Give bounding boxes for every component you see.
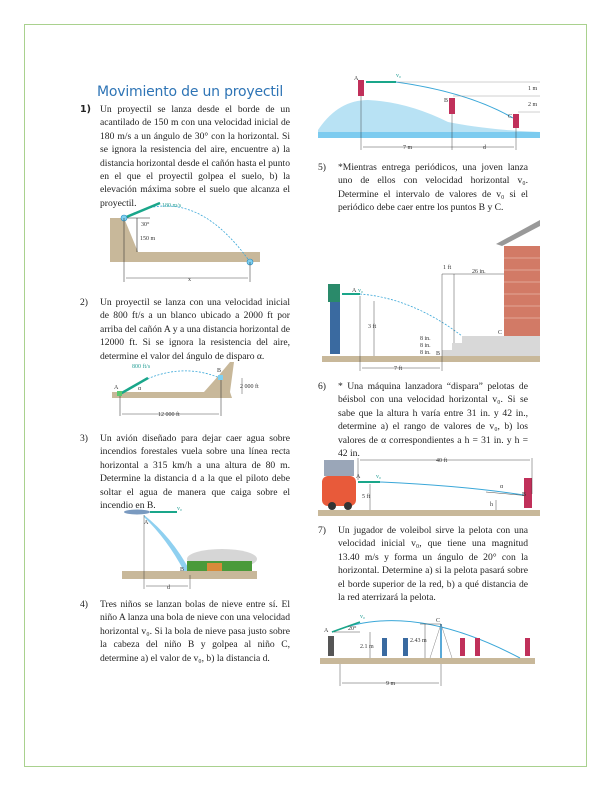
svg-text:180 m/s: 180 m/s: [162, 203, 182, 209]
svg-text:B: B: [444, 98, 448, 104]
problem-text: Un jugador de voleibol sirve la pelota c…: [338, 525, 528, 604]
figure-snowballs: v₀ A B C 1 m 2 m 7 m d: [318, 70, 540, 150]
svg-text:40 ft: 40 ft: [436, 457, 447, 464]
problem-3: 3) Un avión diseñado para dejar caer agu…: [80, 432, 290, 512]
page-border: [24, 24, 587, 767]
problem-6: 6) * Una máquina lanzadora “dispara” pel…: [318, 380, 528, 460]
figure-newspaper-steps: v₀ A 3 ft 7 ft B C 1 ft 26 in. 8 in. 8 i…: [322, 216, 540, 374]
problem-number: 3): [80, 433, 88, 444]
svg-text:1 m: 1 m: [528, 86, 538, 92]
svg-text:8 in.: 8 in.: [420, 336, 431, 342]
svg-text:26 in.: 26 in.: [472, 269, 486, 275]
problem-text: *Mientras entrega periódicos, una joven …: [338, 162, 528, 214]
svg-text:7 m: 7 m: [403, 145, 413, 150]
problem-1: 1) Un proyectil se lanza desde el borde …: [80, 103, 290, 210]
svg-text:v₀: v₀: [376, 474, 381, 480]
svg-text:20°: 20°: [348, 625, 357, 632]
problem-text: Un proyectil se lanza desde el borde de …: [100, 104, 290, 209]
svg-text:A: A: [144, 520, 149, 526]
svg-text:1 ft: 1 ft: [443, 264, 451, 271]
figure-airplane-water: v₀ A B d: [122, 507, 272, 592]
svg-text:A: A: [352, 288, 357, 294]
svg-text:3 ft: 3 ft: [368, 323, 376, 330]
problem-number: 5): [318, 162, 326, 173]
problem-text: Un proyectil se lanza con una velocidad …: [100, 297, 290, 362]
problem-text: Tres niños se lanzan bolas de nieve entr…: [100, 599, 290, 664]
figure-cannon-target: 800 ft/s A α B 2 000 ft 12 000 ft: [112, 358, 272, 420]
svg-text:800 ft/s: 800 ft/s: [132, 363, 151, 370]
svg-text:2 000 ft: 2 000 ft: [240, 383, 259, 390]
svg-text:7 ft: 7 ft: [394, 365, 402, 372]
svg-text:v₀: v₀: [396, 73, 401, 79]
problem-text: Un avión diseñado para dejar caer agua s…: [100, 433, 290, 512]
svg-text:v₀: v₀: [358, 288, 363, 294]
problem-number: 7): [318, 525, 326, 536]
problem-2: 2) Un proyectil se lanza con una velocid…: [80, 296, 290, 363]
problem-number: 6): [318, 381, 326, 392]
svg-text:B: B: [180, 567, 184, 573]
svg-text:8 in.: 8 in.: [420, 350, 431, 356]
problem-number: 2): [80, 297, 88, 308]
svg-text:C: C: [508, 114, 512, 120]
problem-4: 4) Tres niños se lanzan bolas de nieve e…: [80, 598, 290, 665]
problem-number: 1): [80, 104, 91, 115]
svg-text:2 m: 2 m: [528, 102, 538, 108]
svg-text:C: C: [436, 618, 440, 624]
problem-text: * Una máquina lanzadora “dispara” pelota…: [338, 381, 528, 460]
svg-text:α: α: [500, 484, 504, 490]
svg-text:B: B: [522, 492, 526, 498]
svg-text:A: A: [324, 628, 329, 634]
svg-text:B: B: [436, 351, 440, 357]
svg-text:C: C: [498, 330, 502, 336]
figure-volleyball: v₀ 20° A C 2.1 m 2.43 m 9 m: [320, 610, 540, 688]
problem-7: 7) Un jugador de voleibol sirve la pelot…: [318, 524, 528, 604]
svg-text:α: α: [138, 386, 142, 392]
svg-text:150 m: 150 m: [140, 236, 156, 242]
svg-text:5 ft: 5 ft: [362, 493, 370, 500]
svg-text:2.43 m: 2.43 m: [410, 638, 427, 644]
problem-5: 5) *Mientras entrega periódicos, una jov…: [318, 161, 528, 215]
svg-text:2.1 m: 2.1 m: [360, 644, 374, 650]
svg-text:9 m: 9 m: [386, 681, 396, 687]
svg-text:8 in.: 8 in.: [420, 343, 431, 349]
svg-text:v₀: v₀: [177, 507, 182, 512]
figure-pitching-machine: v₀ A B 5 ft 40 ft α h: [318, 456, 540, 518]
svg-text:x: x: [188, 277, 191, 283]
svg-text:B: B: [217, 368, 221, 374]
svg-text:A: A: [356, 474, 361, 480]
svg-text:h: h: [490, 502, 493, 508]
svg-text:d: d: [167, 585, 170, 591]
svg-text:d: d: [483, 145, 486, 150]
svg-text:A: A: [114, 385, 119, 391]
problem-number: 4): [80, 599, 88, 610]
figure-cliff-projectile: 180 m/s 30° 150 m x: [110, 200, 270, 285]
page-title: Movimiento de un proyectil: [97, 84, 284, 100]
svg-text:30°: 30°: [141, 221, 150, 228]
svg-text:v₀: v₀: [360, 614, 365, 620]
svg-text:12 000 ft: 12 000 ft: [158, 411, 180, 418]
svg-text:A: A: [354, 76, 359, 82]
